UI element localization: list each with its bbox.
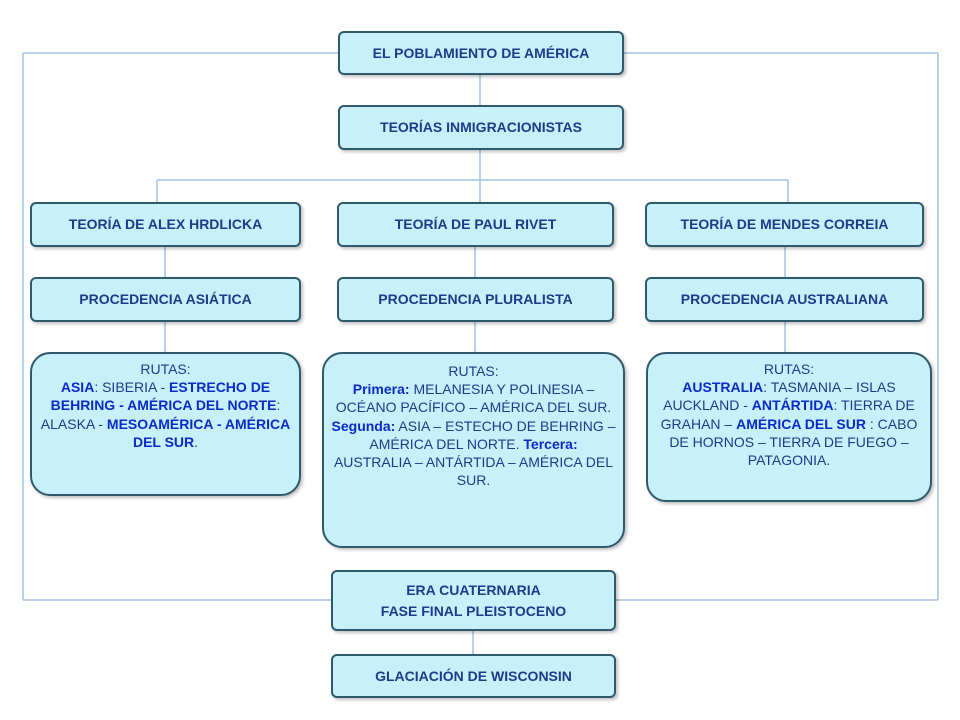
route-keyword: ANTÁRTIDA xyxy=(751,397,834,414)
glaciation-text: GLACIACIÓN DE WISCONSIN xyxy=(375,667,572,684)
theory-box-rivet: TEORÍA DE PAUL RIVET xyxy=(337,202,614,247)
origin-label: PROCEDENCIA PLURALISTA xyxy=(378,291,573,308)
routes-title: RUTAS: xyxy=(140,361,191,377)
route-segment: : CABO DE HORNOS – TIERRA DE FUEGO – PAT… xyxy=(669,415,918,468)
route-keyword: ESTRECHO DE BEHRING - AMÉRICA DEL NORTE xyxy=(50,379,277,414)
era-line-2: FASE FINAL PLEISTOCENO xyxy=(380,602,567,619)
route-segment: : TIERRA DE GRAHAN – xyxy=(660,397,915,432)
route-keyword: MESOAMÉRICA - AMÉRICA DEL SUR xyxy=(106,415,291,450)
title-box: EL POBLAMIENTO DE AMÉRICA xyxy=(338,31,624,75)
glaciation-box: GLACIACIÓN DE WISCONSIN xyxy=(331,654,616,698)
routes-box-rivet: RUTAS: Primera: MELANESIA Y POLINESIA – … xyxy=(322,352,625,548)
origin-box-australiana: PROCEDENCIA AUSTRALIANA xyxy=(645,277,924,322)
theories-box: TEORÍAS INMIGRACIONISTAS xyxy=(338,105,624,150)
routes-title: RUTAS: xyxy=(763,361,815,377)
theory-name: TEORÍA DE PAUL RIVET xyxy=(394,216,557,233)
origin-box-pluralista: PROCEDENCIA PLURALISTA xyxy=(337,277,614,322)
origin-label: PROCEDENCIA AUSTRALIANA xyxy=(680,291,889,308)
title-text: EL POBLAMIENTO DE AMÉRICA xyxy=(372,44,590,61)
route-keyword: ASIA xyxy=(60,379,95,396)
theory-box-hrdlicka: TEORÍA DE ALEX HRDLICKA xyxy=(30,202,301,247)
routes-title: RUTAS: xyxy=(448,363,499,379)
origin-label: PROCEDENCIA ASIÁTICA xyxy=(79,291,252,308)
route-segment: MELANESIA Y POLINESIA – OCÉANO PACÍFICO … xyxy=(335,381,612,416)
era-box: ERA CUATERNARIA FASE FINAL PLEISTOCENO xyxy=(331,570,616,631)
route-segment: : ALASKA - xyxy=(40,397,281,432)
routes-box-mendes-correia: RUTAS: AUSTRALIA: TASMANIA – ISLAS AUCKL… xyxy=(646,352,932,502)
theory-name: TEORÍA DE ALEX HRDLICKA xyxy=(68,216,263,233)
theory-box-mendes-correia: TEORÍA DE MENDES CORREIA xyxy=(645,202,924,247)
route-keyword: Tercera: xyxy=(523,435,578,452)
routes-text: ASIA: SIBERIA - ESTRECHO DE BEHRING - AM… xyxy=(38,378,293,451)
route-segment: . xyxy=(194,433,199,450)
route-keyword: AUSTRALIA xyxy=(682,379,764,396)
routes-text: Primera: MELANESIA Y POLINESIA – OCÉANO … xyxy=(330,380,617,489)
route-keyword: AMÉRICA DEL SUR xyxy=(736,415,866,432)
route-keyword: Primera: xyxy=(352,381,410,398)
origin-box-asiatica: PROCEDENCIA ASIÁTICA xyxy=(30,277,301,322)
theory-name: TEORÍA DE MENDES CORREIA xyxy=(680,216,889,233)
route-segment: AUSTRALIA – ANTÁRTIDA – AMÉRICA DEL SUR. xyxy=(333,453,614,489)
theories-label: TEORÍAS INMIGRACIONISTAS xyxy=(380,119,582,136)
route-segment: ASIA – ESTECHO DE BEHRING – AMÉRICA DEL … xyxy=(369,417,616,452)
routes-box-hrdlicka: RUTAS: ASIA: SIBERIA - ESTRECHO DE BEHRI… xyxy=(30,352,301,496)
route-keyword: Segunda: xyxy=(331,417,396,434)
route-segment: : SIBERIA - xyxy=(94,379,170,396)
era-line-1: ERA CUATERNARIA xyxy=(406,582,541,599)
route-segment: : TASMANIA – ISLAS AUCKLAND - xyxy=(663,379,896,414)
routes-text: AUSTRALIA: TASMANIA – ISLAS AUCKLAND - A… xyxy=(654,378,924,469)
